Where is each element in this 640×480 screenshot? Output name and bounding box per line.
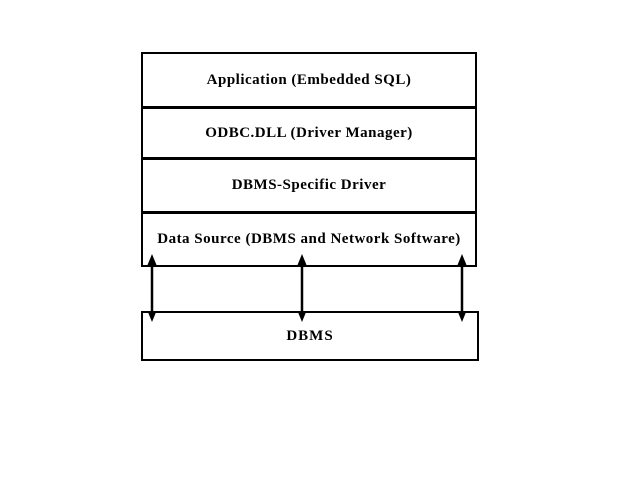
box-dbms-specific-driver: DBMS-Specific Driver (141, 158, 477, 213)
box-dbms: DBMS (141, 311, 479, 361)
box-driver-manager-label: ODBC.DLL (Driver Manager) (205, 124, 413, 141)
box-driver-manager: ODBC.DLL (Driver Manager) (141, 107, 477, 159)
driver-stack: Application (Embedded SQL) ODBC.DLL (Dri… (141, 52, 477, 267)
box-application-label: Application (Embedded SQL) (206, 71, 412, 88)
connector-arrows (147, 254, 467, 322)
box-data-source-label: Data Source (DBMS and Network Software) (157, 231, 461, 247)
double-headed-arrow-icon (297, 254, 307, 322)
box-dbms-specific-driver-label: DBMS-Specific Driver (231, 177, 387, 193)
box-data-source: Data Source (DBMS and Network Software) (141, 212, 477, 267)
box-application: Application (Embedded SQL) (141, 52, 477, 108)
double-headed-arrow-icon (147, 254, 157, 322)
double-headed-arrow-icon (457, 254, 467, 322)
box-dbms-label: DBMS (286, 327, 334, 344)
